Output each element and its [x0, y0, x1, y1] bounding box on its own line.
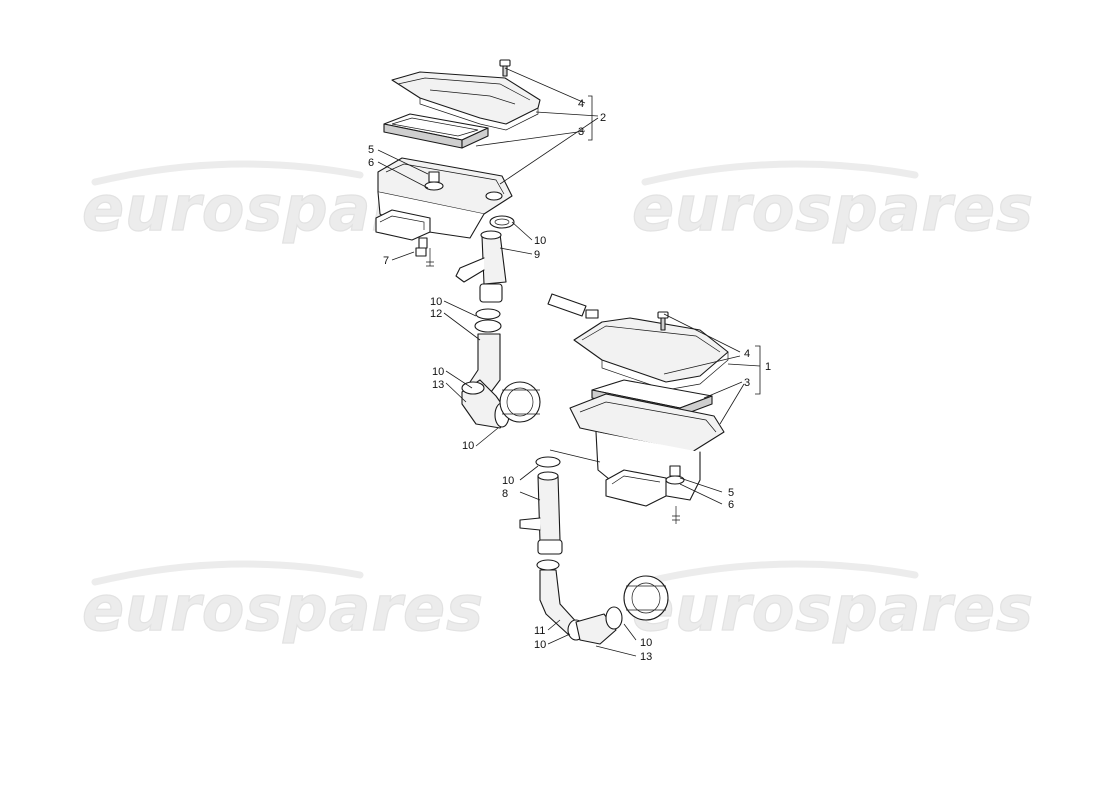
callout-number: 3 [578, 126, 584, 138]
callout-number: 8 [502, 488, 508, 500]
lower-airbox-body [569, 393, 725, 507]
callout-number: 10 [430, 296, 442, 308]
bolt-icon [424, 171, 444, 191]
drain-valve-icon [672, 506, 680, 524]
upper-airbox-cover [391, 71, 541, 131]
upper-callouts: 4 2 3 5 6 7 10 9 10 12 10 13 10 [368, 98, 606, 452]
bolt-icon [665, 465, 685, 485]
callout-number: 10 [640, 637, 652, 649]
callout-number: 11 [534, 625, 545, 637]
watermark-text: eurospares [82, 572, 484, 645]
callout-number: 12 [430, 308, 442, 320]
screw-icon [499, 59, 511, 77]
upper-elbow-13 [461, 379, 511, 429]
callout-number: 10 [462, 440, 474, 452]
callout-number: 5 [728, 487, 734, 499]
watermark-bottom-left: eurospares [81, 560, 484, 646]
lower-hose-11 [536, 559, 581, 637]
callout-number: 13 [640, 651, 652, 663]
upper-leader-lines [377, 67, 599, 447]
upper-ring-clamp-2 [474, 308, 502, 333]
lower-elbow-13 [575, 606, 623, 645]
callout-number: 2 [600, 112, 606, 124]
callout-number: 1 [765, 361, 771, 373]
upper-airbox-body [375, 157, 513, 241]
callout-number: 6 [368, 157, 374, 169]
callout-number: 6 [728, 499, 734, 511]
upper-air-filter [383, 113, 489, 149]
callout-number: 5 [368, 144, 374, 156]
callout-number: 10 [432, 366, 444, 378]
callout-number: 9 [534, 249, 540, 261]
throttle-body-icon [499, 381, 541, 423]
lower-airbox-cover [573, 317, 729, 391]
callout-number: 7 [383, 255, 389, 267]
callout-number: 10 [502, 475, 514, 487]
lower-pipe-stub [547, 293, 599, 319]
callout-number: 3 [744, 377, 750, 389]
upper-intake-duct [455, 230, 507, 303]
callout-number: 10 [534, 639, 546, 651]
callout-number: 4 [578, 98, 584, 110]
lower-leader-lines [519, 313, 761, 657]
watermark-text: eurospares [632, 572, 1034, 645]
lower-callouts: 4 1 3 5 6 10 8 11 10 10 13 [502, 348, 771, 663]
callout-number: 13 [432, 379, 444, 391]
lower-throttle-icon [623, 575, 669, 621]
callout-number: 4 [744, 348, 750, 360]
washer-icon [485, 191, 503, 201]
watermark-top-right: eurospares [631, 160, 1034, 246]
callout-number: 10 [534, 235, 546, 247]
watermark-text: eurospares [632, 172, 1034, 245]
drain-valve-icon [415, 237, 434, 267]
watermark-bottom-right: eurospares [631, 560, 1034, 646]
screw-icon [657, 311, 669, 331]
upper-ring-clamp [489, 215, 515, 229]
lower-duct-8 [519, 456, 563, 555]
